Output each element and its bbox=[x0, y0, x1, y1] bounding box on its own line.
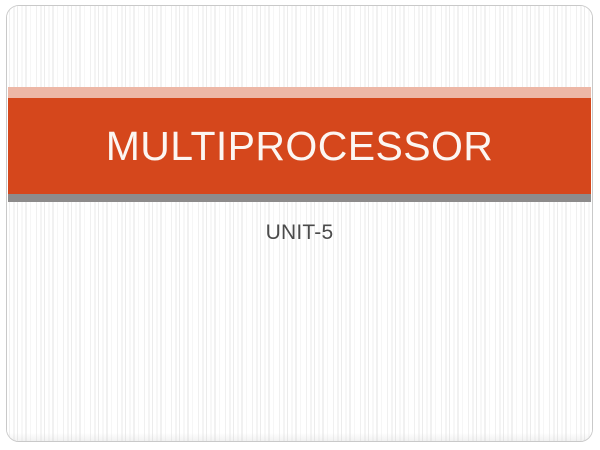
presentation-slide: MULTIPROCESSOR UNIT-5 bbox=[6, 5, 593, 442]
banner-accent-pink-stripe bbox=[8, 87, 591, 98]
subtitle-placeholder: UNIT-5 bbox=[7, 215, 592, 249]
title-banner: MULTIPROCESSOR bbox=[8, 87, 591, 205]
banner-accent-gray-stripe bbox=[8, 194, 591, 202]
slide-background-stripes bbox=[7, 6, 592, 441]
slide-body-empty-area bbox=[37, 256, 562, 419]
banner-accent-orange-block bbox=[8, 98, 591, 194]
slide-subtitle: UNIT-5 bbox=[265, 220, 334, 244]
slide-title: MULTIPROCESSOR bbox=[105, 122, 494, 169]
